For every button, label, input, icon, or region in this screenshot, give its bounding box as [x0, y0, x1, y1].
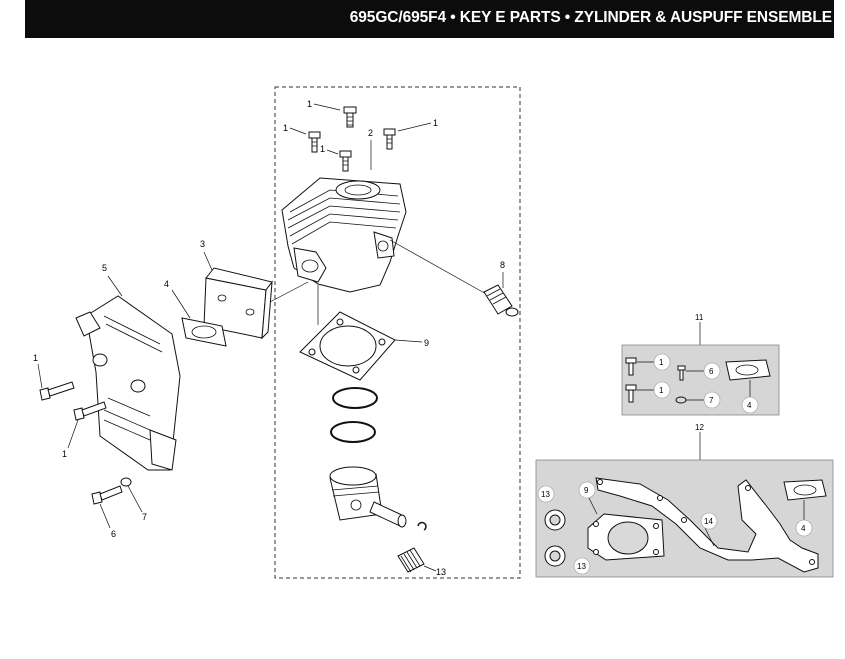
callout-8: 8	[500, 260, 505, 270]
circlip	[417, 521, 427, 531]
cylinder-group-outline	[274, 86, 521, 579]
callout-bubble	[703, 391, 721, 409]
muffler-screw	[73, 401, 107, 421]
callout-1: 1	[62, 449, 67, 459]
kit-11-item-6: 6	[709, 367, 714, 376]
cylinder	[281, 177, 407, 293]
needle-bearing	[397, 547, 425, 573]
kit-11-item-1: 1	[659, 386, 664, 395]
kit-11-gasket	[725, 359, 771, 381]
callout-2: 2	[368, 128, 373, 138]
washer	[120, 477, 132, 487]
callout-4: 4	[164, 279, 169, 289]
callout-6: 6	[111, 529, 116, 539]
kit-12-cylinder-gasket	[587, 513, 665, 561]
callout-13: 13	[436, 567, 446, 577]
kit-12-bearing-top	[544, 509, 566, 531]
kit-11-item-7: 7	[709, 396, 714, 405]
kit-12-number: 12	[695, 423, 704, 432]
kit-12-crankcase-gasket	[595, 477, 819, 573]
header-bar: 695GC/695F4 • KEY E PARTS • ZYLINDER & A…	[25, 0, 834, 38]
callout-bubble	[653, 381, 671, 399]
callout-5: 5	[102, 263, 107, 273]
callout-bubble	[703, 362, 721, 380]
page-title: 695GC/695F4 • KEY E PARTS • ZYLINDER & A…	[349, 9, 832, 26]
piston	[329, 466, 383, 521]
piston-ring	[332, 387, 378, 409]
kit-11-bolt	[677, 365, 686, 381]
cylinder-screw	[339, 150, 352, 172]
callout-bubble	[700, 512, 718, 530]
muffler-flange	[203, 267, 273, 340]
kit-11-number: 11	[695, 313, 704, 322]
callout-bubble	[653, 353, 671, 371]
callout-9: 9	[424, 338, 429, 348]
callout-7: 7	[142, 512, 147, 522]
muffler-gasket	[181, 317, 227, 347]
kit-12-bearing-bottom	[544, 545, 566, 567]
kit-12-muffler-gasket	[783, 479, 827, 501]
cylinder-screw	[383, 128, 396, 150]
kit-12-item-9: 9	[584, 486, 589, 495]
muffler	[75, 295, 181, 471]
callout-bubble	[578, 481, 596, 499]
callout-1: 1	[307, 99, 312, 109]
callout-bubble	[573, 557, 591, 575]
callout-1: 1	[33, 353, 38, 363]
callout-bubble	[795, 519, 813, 537]
kit-11-item-4: 4	[747, 401, 752, 410]
kit-11-screw	[625, 357, 637, 376]
kit-12-item-13: 13	[541, 490, 550, 499]
muffler-screw	[39, 381, 75, 401]
piston-pin	[369, 501, 407, 528]
kit-12-item-13: 13	[577, 562, 586, 571]
kit-11-washer	[675, 396, 687, 404]
callout-1: 1	[433, 118, 438, 128]
callout-1: 1	[283, 123, 288, 133]
callout-1: 1	[320, 144, 325, 154]
kit-11-screw	[625, 384, 637, 403]
cylinder-screw	[308, 131, 321, 153]
kit-12-item-14: 14	[704, 517, 713, 526]
callout-3: 3	[200, 239, 205, 249]
kit-11-item-1: 1	[659, 358, 664, 367]
decompression-valve	[483, 284, 519, 317]
kit-12-item-4: 4	[801, 524, 806, 533]
cylinder-gasket	[299, 311, 396, 381]
callout-bubble	[537, 485, 555, 503]
cylinder-screw	[343, 106, 357, 128]
callout-bubble	[741, 396, 759, 414]
muffler-screw-bottom	[91, 485, 123, 505]
piston-ring	[330, 421, 376, 443]
